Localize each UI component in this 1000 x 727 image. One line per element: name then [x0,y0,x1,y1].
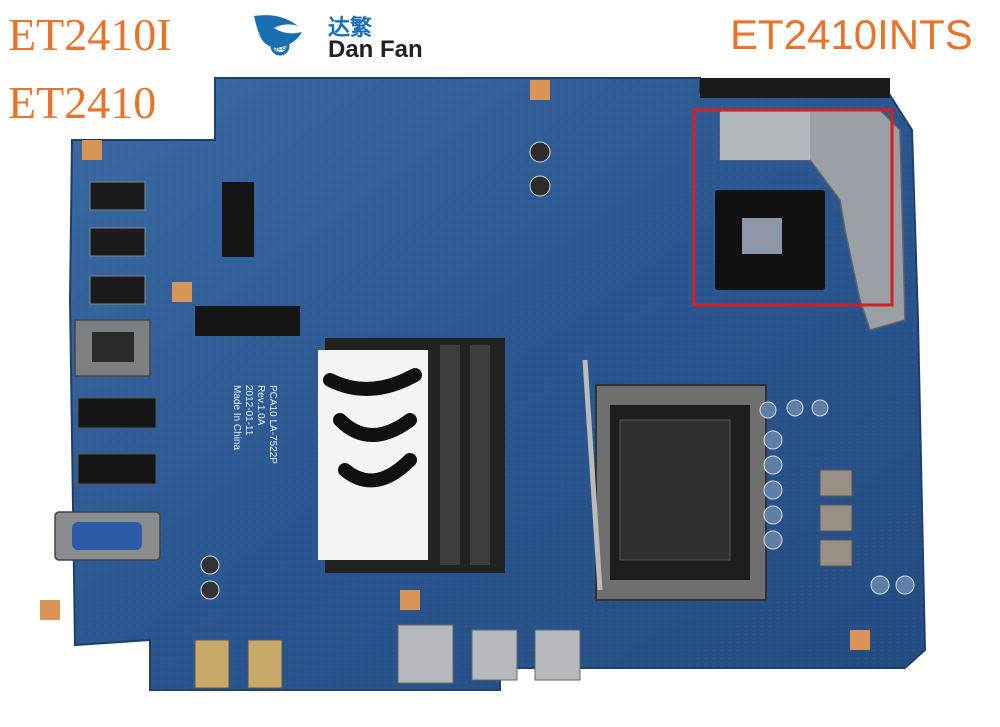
usb-ports [89,181,146,305]
hdmi-port-1 [77,397,157,429]
mini-pcie-slot-2 [195,306,300,336]
model-label-et2410ints: ET2410INTS [730,11,973,58]
svg-text:@: @ [275,40,287,54]
silkscreen-line-1: PCA10 LA-7522P [267,385,278,464]
chokes [819,469,853,567]
mini-pcie-slot-1 [222,182,254,257]
top-strip [700,78,890,98]
silkscreen-line-3: 2012-01-11 [243,385,254,436]
model-label-et2410: ET2410 [8,77,157,128]
bottom-usb-3 [534,629,581,681]
silkscreen-line-2: Rev.1.0A [255,385,266,426]
audio-jack-2 [247,639,283,689]
mounting-pads [40,80,870,650]
brand-name: Dan Fan [328,36,423,63]
bottom-usb-2 [471,629,518,681]
bottom-usb-1 [397,624,454,684]
brand-logo: @ 达繁 Dan Fan [250,6,450,66]
audio-jack-1 [194,639,230,689]
model-label-et2410i: ET2410I [8,9,172,60]
capacitors [200,141,915,600]
gpu-highlight-box [692,108,894,307]
hdmi-port-2 [77,453,157,485]
bird-logo-icon: @ [254,15,302,56]
silkscreen-line-4: Made In China [231,385,242,450]
brand-chinese-name: 达繁 [328,16,373,41]
